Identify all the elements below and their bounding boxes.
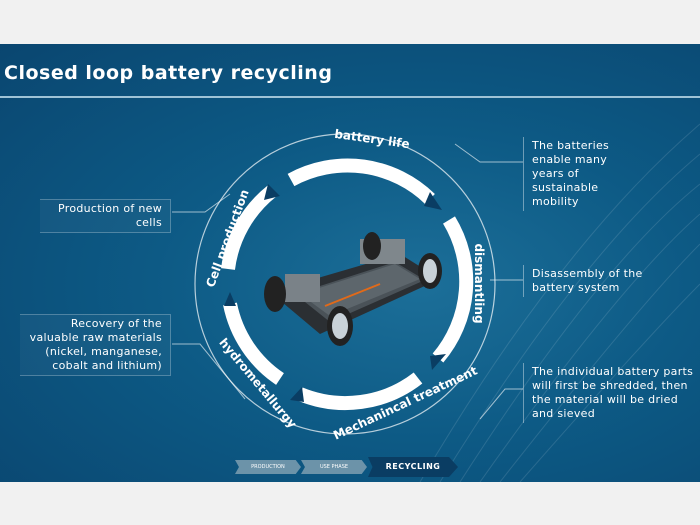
callout-production: Production of new cells [40,199,171,233]
title-divider [0,96,700,98]
nav-recycling[interactable]: RECYCLING [368,457,458,477]
outer-ring [194,133,496,435]
cycle-arrows [221,158,474,411]
nav-production[interactable]: PRODUCTION [235,460,301,474]
page-title: Closed loop battery recycling [4,62,333,84]
slide: battery life dismantling Mechanincal tre… [0,44,700,482]
arrowheads [224,184,446,402]
callout-shredded: The individual battery parts will first … [523,363,700,423]
background-lines [419,123,700,482]
callout-lines [172,143,523,420]
ev-chassis-image [264,232,442,346]
callout-batteries: The batteries enable many years of susta… [523,137,642,211]
callout-recovery: Recovery of the valuable raw materials (… [20,314,171,376]
callout-disassembly: Disassembly of the battery system [523,265,667,297]
nav-use-phase[interactable]: USE PHASE [301,460,367,474]
label-dismantling: dismantling [472,243,486,324]
cycle-diagram [172,123,700,482]
